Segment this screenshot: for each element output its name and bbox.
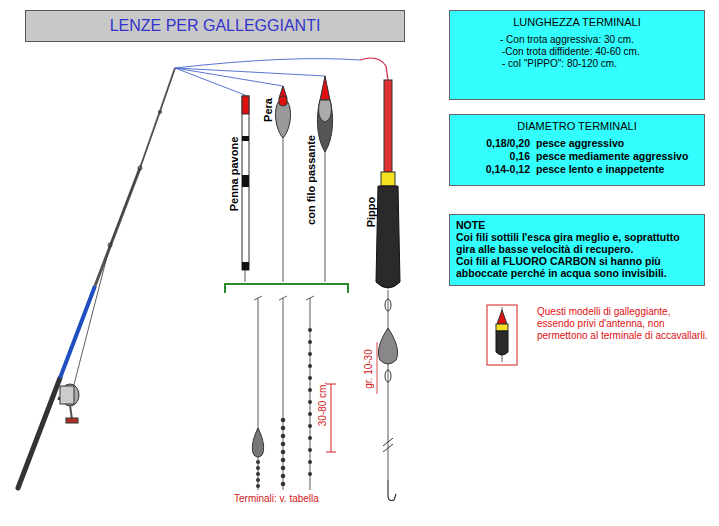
weight-leader bbox=[377, 342, 378, 394]
diagram-label: Questi modelli di galleggiante, essendo … bbox=[537, 306, 709, 342]
table-cell: pesce lento e inappetente bbox=[536, 163, 698, 175]
box-line: -Con trota diffidente: 40-60 cm. bbox=[456, 46, 698, 58]
rod-section bbox=[60, 286, 95, 378]
antennaless-float-sample bbox=[487, 305, 517, 365]
diagram-label: con filo passante bbox=[305, 135, 317, 225]
table-cell: 0,16 bbox=[456, 150, 530, 162]
diagram-label: Pippo bbox=[365, 197, 377, 228]
sinker bbox=[252, 428, 263, 457]
diagram-label: Penna pavone bbox=[228, 137, 240, 212]
box-heading: LUNGHEZZA TERMINALI bbox=[456, 16, 698, 28]
table-cell: pesce mediamente aggressivo bbox=[536, 150, 698, 162]
diagram-label: 30-80 cm. bbox=[317, 382, 328, 426]
note-text: Coi fili al FLUORO CARBON si hanno più a… bbox=[456, 255, 698, 279]
title-bar: LENZE PER GALLEGGIANTI bbox=[25, 10, 405, 42]
box-heading: NOTE bbox=[456, 219, 698, 231]
group-bracket bbox=[225, 284, 348, 293]
table-grid: 0,18/0,20 pesce aggressivo 0,16 pesce media… bbox=[456, 137, 698, 175]
penna-pavone-float bbox=[242, 95, 249, 282]
terminal-lines bbox=[254, 296, 314, 490]
box-line: - col "PIPPO": 80-120 cm. bbox=[456, 58, 698, 70]
pera-float bbox=[275, 86, 290, 282]
rod-butt bbox=[18, 378, 60, 488]
table-cell: pesce aggressivo bbox=[536, 137, 698, 149]
info-box: LUNGHEZZA TERMINALI - Con trota aggressiv… bbox=[449, 10, 705, 100]
box-heading: DIAMETRO TERMINALI bbox=[456, 120, 698, 132]
diagram-label: gr. 10-30 bbox=[363, 349, 374, 388]
info-box: NOTECoi fili sottili l'esca gira meglio … bbox=[449, 214, 705, 286]
float-lines bbox=[175, 59, 360, 95]
pippo-float bbox=[376, 80, 400, 501]
diagram-label: Pera bbox=[262, 98, 274, 122]
box-line: - Con trota aggressiva: 30 cm. bbox=[456, 34, 698, 46]
pippo-line-top bbox=[360, 58, 388, 80]
title-text: LENZE PER GALLEGGIANTI bbox=[110, 17, 321, 35]
shot-weights bbox=[256, 328, 312, 488]
table-cell: 0,14-0,12 bbox=[456, 163, 530, 175]
length-bracket bbox=[326, 384, 336, 452]
info-box: DIAMETRO TERMINALI 0,18/0,20 pesce aggress… bbox=[449, 114, 705, 186]
main-line bbox=[70, 68, 175, 400]
reel bbox=[58, 384, 79, 423]
note-text: Coi fili sottili l'esca gira meglio e, s… bbox=[456, 231, 698, 255]
passante-float bbox=[317, 76, 332, 282]
diagram-label: Terminali: v. tabella bbox=[234, 493, 344, 504]
table-cell: 0,18/0,20 bbox=[456, 137, 530, 149]
